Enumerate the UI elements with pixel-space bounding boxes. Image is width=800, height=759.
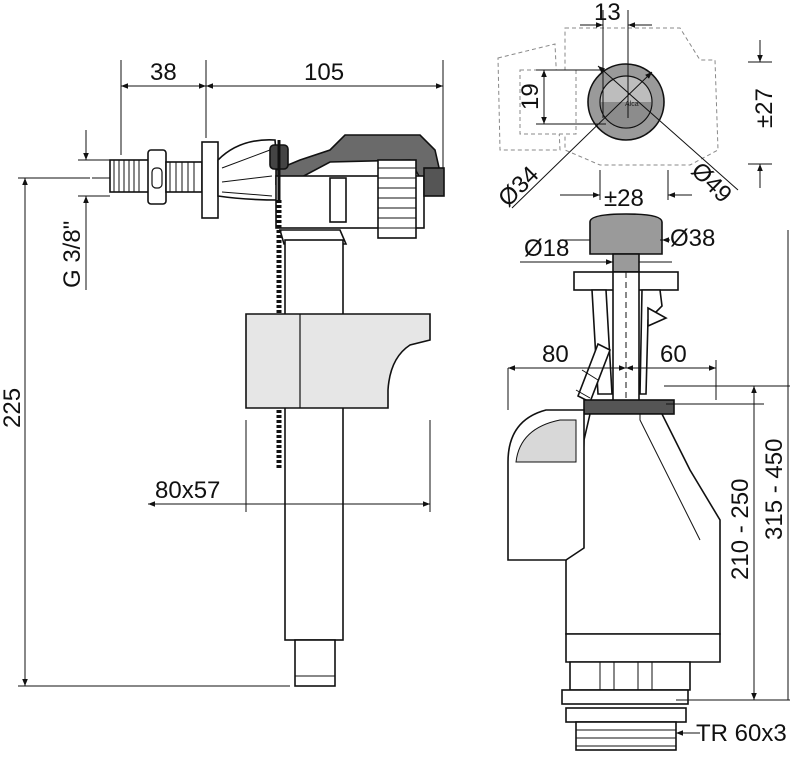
dimension-lines-flush: [507, 230, 790, 736]
flush-button-cap: [589, 213, 663, 255]
brand-label: Alca: [625, 101, 639, 108]
dim-315-450: 315 - 450: [761, 439, 788, 540]
dim-tr-60x3: TR 60x3: [696, 720, 787, 747]
flush-valve-drawing: Ø18 Ø38 80 60 210 - 250 315 - 450 TR 60x…: [507, 213, 790, 751]
dim-80: 80: [542, 341, 569, 368]
valve-head: [217, 134, 445, 245]
dim-d38: Ø38: [670, 225, 715, 252]
inlet-thread: [92, 141, 219, 219]
dimension-lines-top: [511, 10, 772, 209]
dim-13: 13: [594, 0, 621, 26]
dim-225: 225: [0, 388, 26, 428]
dim-60: 60: [660, 341, 687, 368]
fill-valve-drawing: 38 105 G 3/8" 225 80x57: [0, 59, 445, 687]
button-top-view: Alca 13 19 ±27 Ø34 Ø49 ±28: [493, 0, 778, 212]
dim-49: Ø49: [686, 157, 737, 208]
dimension-lines-left: [18, 60, 444, 687]
dim-38: 38: [150, 59, 177, 86]
dim-27: ±27: [751, 88, 778, 128]
float-box: [245, 313, 431, 409]
dim-28: ±28: [604, 185, 644, 212]
dim-210-250: 210 - 250: [727, 479, 754, 580]
flush-bell: [565, 413, 721, 635]
dim-105: 105: [304, 59, 344, 86]
dim-19: 19: [517, 83, 544, 110]
dim-thread-g38: G 3/8": [59, 221, 86, 288]
dim-d18: Ø18: [524, 235, 569, 262]
dim-float-80x57: 80x57: [155, 477, 220, 504]
dim-34: Ø34: [493, 161, 544, 212]
valve-body: [276, 140, 344, 687]
